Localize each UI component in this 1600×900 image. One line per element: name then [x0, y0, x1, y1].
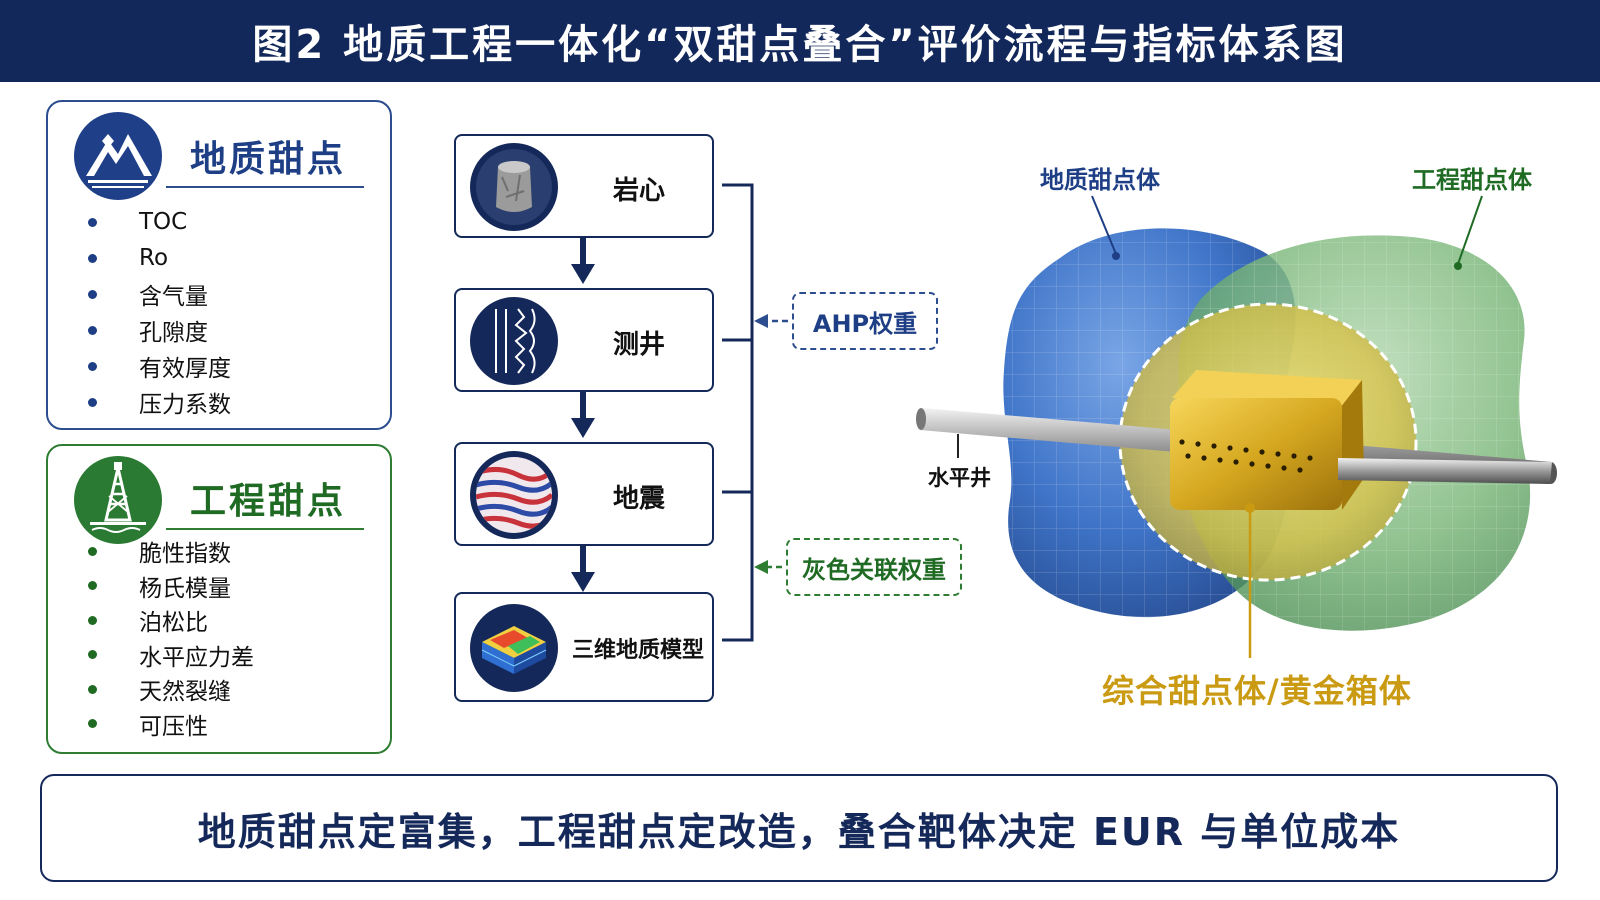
- page-title: 图2 地质工程一体化“双甜点叠合”评价流程与指标体系图: [252, 22, 1348, 68]
- flow-step-seismic: 地震: [454, 442, 714, 546]
- geology-volume-label: 地质甜点体: [1040, 166, 1160, 194]
- list-item: 有效厚度: [88, 348, 231, 384]
- flow-step-label: 测井: [612, 330, 665, 360]
- core-sample-icon: [470, 143, 558, 231]
- list-item: 水平应力差: [88, 638, 254, 673]
- list-item: 压力系数: [88, 384, 231, 420]
- seismic-icon: [470, 451, 558, 539]
- geology-indicator-list: TOC Ro 含气量 孔隙度 有效厚度 压力系数: [88, 204, 231, 420]
- list-item: 可压性: [88, 707, 254, 742]
- well-log-icon: [470, 297, 558, 385]
- geology-panel-title: 地质甜点: [190, 139, 347, 180]
- list-item: 脆性指数: [88, 534, 254, 569]
- grey-relational-weight-label: 灰色关联权重: [786, 538, 962, 596]
- 3d-model-icon: [470, 604, 558, 692]
- list-item: 杨氏模量: [88, 569, 254, 604]
- engineering-volume-label: 工程甜点体: [1412, 166, 1532, 194]
- engineering-indicator-list: 脆性指数 杨氏模量 泊松比 水平应力差 天然裂缝 可压性: [88, 534, 254, 741]
- geology-sweet-spot-panel: 地质甜点 TOC Ro 含气量 孔隙度 有效厚度 压力系数: [46, 100, 392, 430]
- horizontal-well-label: 水平井: [928, 466, 991, 490]
- flow-bracket: [722, 183, 754, 642]
- flow-step-label: 岩心: [612, 176, 665, 206]
- golden-target-box: [1170, 370, 1364, 510]
- engineering-panel-title: 工程甜点: [190, 481, 347, 522]
- mountain-icon: [74, 112, 162, 200]
- conclusion-box: 地质甜点定富集，工程甜点定改造，叠合靶体决定 EUR 与单位成本: [40, 774, 1558, 882]
- flow-step-label: 地震: [612, 484, 665, 514]
- flow-step-3d-model: 三维地质模型: [454, 592, 714, 702]
- conclusion-text: 地质甜点定富集，工程甜点定改造，叠合靶体决定 EUR 与单位成本: [197, 809, 1401, 854]
- list-item: 天然裂缝: [88, 672, 254, 707]
- list-item: TOC: [88, 204, 231, 240]
- weight-arrows: [754, 314, 788, 574]
- leader-lines: [957, 195, 1483, 658]
- ahp-weight-label: AHP权重: [792, 292, 938, 350]
- title-bar: 图2 地质工程一体化“双甜点叠合”评价流程与指标体系图: [0, 0, 1600, 82]
- flow-step-label: 三维地质模型: [571, 638, 704, 663]
- geology-title-rule: [166, 186, 364, 188]
- flow-step-core: 岩心: [454, 134, 714, 238]
- engineering-sweet-spot-panel: 工程甜点 脆性指数 杨氏模量 泊松比 水平应力差 天然裂缝 可压性: [46, 444, 392, 754]
- flow-down-arrows: [571, 238, 595, 592]
- golden-box-label: 综合甜点体/黄金箱体: [1102, 672, 1412, 710]
- oil-rig-icon: [74, 456, 162, 544]
- list-item: 含气量: [88, 276, 231, 312]
- engineering-title-rule: [166, 528, 364, 530]
- list-item: Ro: [88, 240, 231, 276]
- list-item: 孔隙度: [88, 312, 231, 348]
- list-item: 泊松比: [88, 603, 254, 638]
- flow-step-well-log: 测井: [454, 288, 714, 392]
